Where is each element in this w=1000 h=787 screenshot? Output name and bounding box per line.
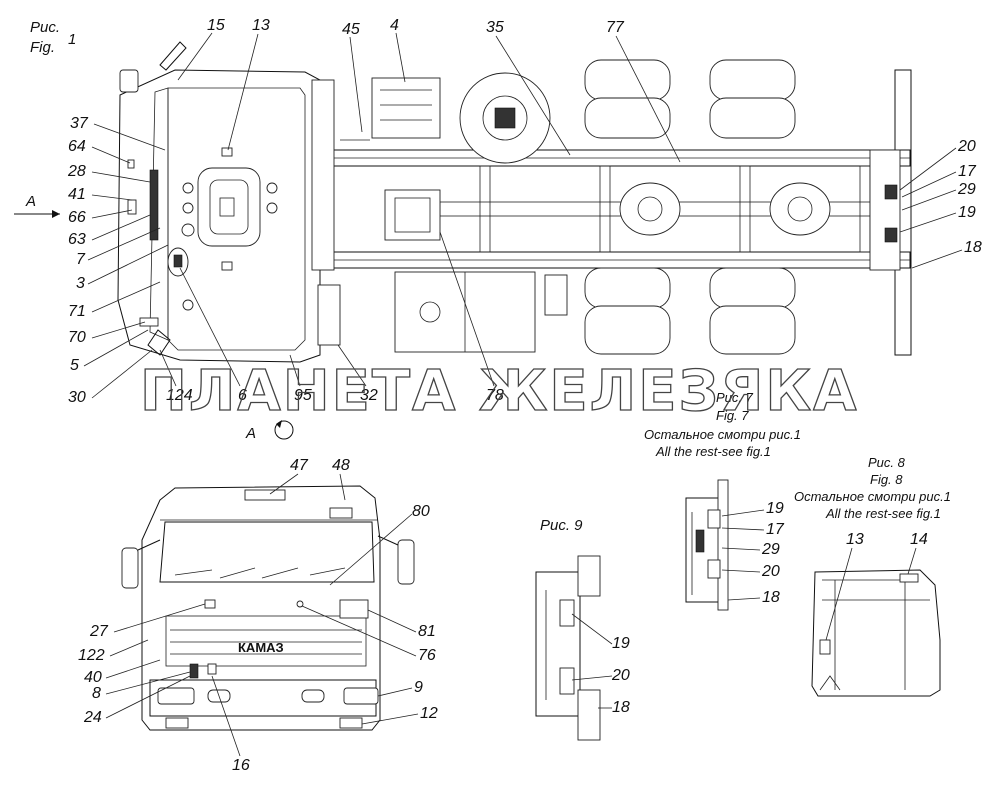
callout-45: 45: [342, 21, 360, 38]
callout-35: 35: [486, 19, 504, 36]
callout-40: 40: [84, 669, 102, 686]
callout-32: 32: [360, 387, 378, 404]
fig1-caption-ru: Рис.: [30, 19, 60, 36]
view-a-rotation-label: А: [245, 425, 256, 442]
callout-20: 20: [957, 138, 976, 155]
callout-17: 17: [958, 163, 977, 180]
callout-30: 30: [68, 389, 86, 406]
callout-48: 48: [332, 457, 350, 474]
fig9-callouts: 19 20 18: [571, 613, 630, 716]
fig8-callouts: 13 14: [825, 531, 928, 641]
front-view: КАМАЗ: [121, 485, 415, 731]
callout-4: 4: [390, 17, 399, 34]
view-a-rotation: А: [245, 420, 294, 442]
fig7-callout-20: 20: [761, 563, 780, 580]
fig8-drawing: [811, 569, 941, 697]
callout-24: 24: [83, 709, 102, 726]
callout-29: 29: [957, 181, 976, 198]
callout-13: 13: [252, 17, 270, 34]
fig7-caption-en: Fig. 7: [716, 408, 749, 423]
callout-122: 122: [78, 647, 105, 664]
callout-64: 64: [68, 138, 86, 155]
fig8-caption-en: Fig. 8: [870, 472, 903, 487]
callout-37: 37: [70, 115, 89, 132]
callout-77: 77: [606, 19, 625, 36]
grille-badge: КАМАЗ: [238, 640, 284, 655]
fig7-callout-29: 29: [761, 541, 780, 558]
fig1-caption-number: 1: [68, 31, 76, 48]
fig8-caption-ru: Рис. 8: [868, 455, 906, 470]
fig7-note-en: All the rest-see fig.1: [655, 444, 771, 459]
callout-12: 12: [420, 705, 438, 722]
fig8-callout-13: 13: [846, 531, 864, 548]
callout-47: 47: [290, 457, 309, 474]
fig1-caption-en: Fig.: [30, 39, 55, 56]
fig7-callout-19: 19: [766, 500, 784, 517]
callout-78: 78: [486, 387, 504, 404]
callout-16: 16: [232, 757, 250, 774]
callout-70: 70: [68, 329, 86, 346]
callout-27: 27: [89, 623, 109, 640]
callout-6: 6: [238, 387, 247, 404]
fig7-callout-18: 18: [762, 589, 780, 606]
callout-9: 9: [414, 679, 423, 696]
callout-3: 3: [76, 275, 85, 292]
callout-28: 28: [67, 163, 86, 180]
callout-18: 18: [964, 239, 982, 256]
fig7-caption-ru: Рис. 7: [716, 390, 754, 405]
view-a-label: А: [25, 193, 36, 210]
fig8-callout-14: 14: [910, 531, 928, 548]
callout-124: 124: [166, 387, 193, 404]
callout-95: 95: [294, 387, 312, 404]
fig8-note-ru: Остальное смотри рис.1: [794, 489, 951, 504]
callout-63: 63: [68, 231, 86, 248]
callout-5: 5: [70, 357, 79, 374]
rear-wheels-top: [584, 59, 796, 355]
callout-81: 81: [418, 623, 436, 640]
callout-7: 7: [76, 251, 86, 268]
callout-41: 41: [68, 186, 86, 203]
front-callouts: 47 48 80 27 122 40 8 24 16 81 76 9 12: [78, 457, 438, 774]
fig9-callout-19: 19: [612, 635, 630, 652]
callout-80: 80: [412, 503, 430, 520]
watermark: ПЛАНЕТА ЖЕЛЕЗЯКА: [140, 359, 858, 424]
callout-66: 66: [68, 209, 86, 226]
fig1-callouts: 15 13 45 4 35 77 37 64 28 41 66 63 7 3 7…: [67, 17, 982, 406]
fig7-callout-17: 17: [766, 521, 785, 538]
callout-19: 19: [958, 204, 976, 221]
fig9-drawing: [535, 555, 601, 741]
callout-8: 8: [92, 685, 101, 702]
fig9-callout-20: 20: [611, 667, 630, 684]
fig9-callout-18: 18: [612, 699, 630, 716]
callout-15: 15: [207, 17, 225, 34]
fig7-callouts: 19 17 29 20 18: [721, 500, 785, 606]
fig9-caption-ru: Рис. 9: [540, 517, 583, 534]
callout-76: 76: [418, 647, 436, 664]
callout-71: 71: [68, 303, 86, 320]
view-a-arrow: А: [14, 193, 60, 218]
fig7-drawing: [685, 479, 729, 611]
fig7-note-ru: Остальное смотри рис.1: [644, 427, 801, 442]
fig8-note-en: All the rest-see fig.1: [825, 506, 941, 521]
fig1-top-view: [117, 41, 912, 363]
